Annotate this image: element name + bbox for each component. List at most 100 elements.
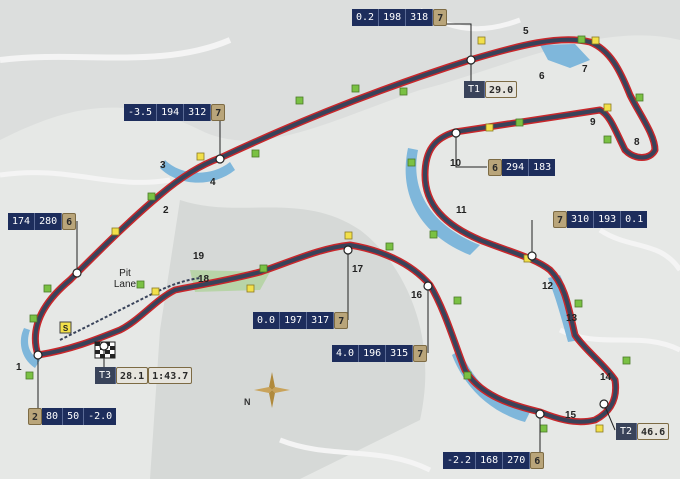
marshal-post-yellow (344, 231, 353, 240)
callout-value: 310 (567, 211, 595, 228)
callout-value: 318 (406, 9, 434, 26)
gear-badge: 6 (530, 452, 545, 469)
compass-rose-icon: N (244, 372, 290, 408)
turn-12-label: 12 (542, 281, 554, 292)
turn17-callout: 0.0 197 317 7 (253, 312, 349, 329)
turn-1-label: 1 (16, 362, 22, 373)
marshal-post-yellow (246, 284, 255, 293)
marshal-post-green (407, 158, 416, 167)
callout-value: 270 (503, 452, 531, 469)
sector-s-marker: S (59, 321, 72, 334)
marshal-post-green (29, 314, 38, 323)
turn-8-label: 8 (634, 137, 640, 148)
turn2-callout: 174 280 6 (8, 213, 77, 230)
callout-value: 317 (307, 312, 335, 329)
callout-value: 50 (63, 408, 85, 425)
turn15-callout: -2.2 168 270 6 (443, 452, 545, 469)
marshal-post-green (295, 96, 304, 105)
gear-badge: 6 (488, 159, 503, 176)
pit-lane (59, 277, 201, 341)
marshal-post-green (453, 296, 462, 305)
t1-time-box: T1 29.0 (464, 81, 518, 98)
turn4-callout: -3.5 194 312 7 (124, 104, 226, 121)
svg-text:N: N (244, 397, 251, 407)
marshal-post-green (43, 284, 52, 293)
callout-value: 174 (8, 213, 36, 230)
turn-6-label: 6 (539, 71, 545, 82)
turn-16-label: 16 (411, 290, 423, 301)
pit-lane-label: Pit Lane (113, 268, 137, 290)
marshal-post-green (515, 118, 524, 127)
road (598, 227, 680, 272)
marshal-post-green (259, 264, 268, 273)
callout-value: 312 (184, 104, 212, 121)
turn1-callout: 2 80 50 -2.0 (28, 408, 117, 425)
marshal-post-yellow (591, 36, 600, 45)
track (33, 37, 657, 424)
svg-text:S: S (63, 324, 69, 333)
callout-value: -2.0 (84, 408, 117, 425)
turn-2-label: 2 (163, 205, 169, 216)
callout-value: 315 (386, 345, 414, 362)
gear-badge: 7 (211, 104, 226, 121)
callout-value: 0.1 (621, 211, 648, 228)
marshal-post-green (251, 149, 260, 158)
gear-badge: 7 (433, 9, 448, 26)
callout-value: 280 (35, 213, 63, 230)
marshal-post-green (539, 424, 548, 433)
callout-value: 198 (379, 9, 407, 26)
gear-badge: 2 (28, 408, 43, 425)
turn12-callout: 7 310 193 0.1 (553, 211, 648, 228)
turn-15-label: 15 (565, 410, 577, 421)
callout-value: -2.2 (443, 452, 477, 469)
callout-value: 183 (529, 159, 556, 176)
turn-17-label: 17 (352, 264, 364, 275)
lap-time-value: 1:43.7 (148, 367, 193, 384)
turn-9-label: 9 (590, 117, 596, 128)
marshal-posts (25, 35, 644, 433)
marshal-post-green (463, 371, 472, 380)
gear-badge: 7 (413, 345, 428, 362)
sector-time-value: 29.0 (485, 81, 518, 98)
turn-10-label: 10 (450, 158, 462, 169)
marshal-post-yellow (111, 227, 120, 236)
gear-badge: 6 (62, 213, 77, 230)
callout-value: 196 (359, 345, 387, 362)
callout-value: 80 (42, 408, 64, 425)
sector-time-value: 46.6 (637, 423, 670, 440)
callout-value: 193 (594, 211, 622, 228)
marshal-post-green (622, 356, 631, 365)
marshal-post-green (351, 84, 360, 93)
marshal-post-yellow (196, 152, 205, 161)
marshal-post-green (136, 280, 145, 289)
marshal-post-green (603, 135, 612, 144)
marshal-post-green (25, 371, 34, 380)
gear-badge: 7 (553, 211, 568, 228)
turn5-callout: 0.2 198 318 7 (352, 9, 448, 26)
sector-label: T2 (616, 423, 638, 440)
road (0, 170, 171, 185)
marshal-post-yellow (151, 287, 160, 296)
sector-label: T3 (95, 367, 117, 384)
runoff-area (540, 44, 590, 68)
callout-value: 0.0 (253, 312, 281, 329)
callout-value: 197 (280, 312, 308, 329)
callout-value: 294 (502, 159, 530, 176)
marshal-post-yellow (485, 123, 494, 132)
turn-14-label: 14 (600, 372, 612, 383)
marshal-post-green (147, 192, 156, 201)
sector-label: T1 (464, 81, 486, 98)
turn-11-label: 11 (456, 205, 467, 216)
marshal-post-green (385, 242, 394, 251)
marshal-post-green (574, 299, 583, 308)
marshal-post-yellow (477, 36, 486, 45)
turn-18-label: 18 (198, 274, 210, 285)
gear-badge: 7 (334, 312, 349, 329)
turn-19-label: 19 (193, 251, 205, 262)
turn16-callout: 4.0 196 315 7 (332, 345, 428, 362)
callout-value: 194 (157, 104, 185, 121)
marshal-post-green (429, 230, 438, 239)
marshal-post-yellow (595, 424, 604, 433)
marshal-post-green (577, 35, 586, 44)
